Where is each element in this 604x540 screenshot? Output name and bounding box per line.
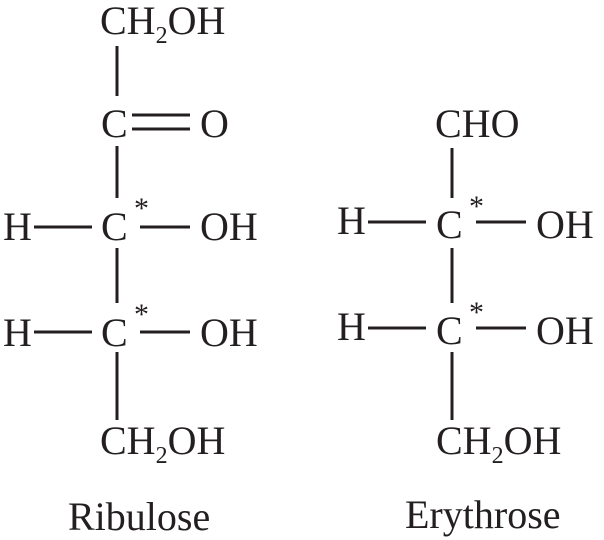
ribulose-name: Ribulose: [68, 494, 210, 539]
erythrose-c2-chiral-star: *: [469, 190, 484, 223]
ribulose-c3-carbon: C: [101, 204, 128, 249]
erythrose-c2-hydroxyl: OH: [536, 202, 594, 247]
ribulose-c4-chiral-star: *: [134, 298, 149, 331]
erythrose-c3-chiral-star: *: [469, 296, 484, 329]
erythrose-top-group: CHO: [435, 101, 519, 146]
erythrose-c3-hydroxyl: OH: [536, 308, 594, 353]
erythrose-bottom-group: CH2OH: [436, 418, 561, 469]
ribulose-bottom-group: CH2OH: [100, 418, 225, 469]
ribulose-c4-carbon: C: [101, 310, 128, 355]
ribulose-structure: CH2OH C O H C * OH H C * OH CH2OH Ribulo…: [3, 0, 258, 539]
ribulose-c3-hydroxyl: OH: [200, 204, 258, 249]
ribulose-c3-chiral-star: *: [134, 192, 149, 225]
erythrose-c3-hydrogen: H: [337, 304, 366, 349]
erythrose-c2-hydrogen: H: [337, 198, 366, 243]
ribulose-c2-carbon: C: [101, 101, 128, 146]
ribulose-c2-oxygen: O: [200, 101, 229, 146]
erythrose-c3-carbon: C: [436, 308, 463, 353]
ribulose-c4-hydroxyl: OH: [200, 310, 258, 355]
ribulose-c3-hydrogen: H: [3, 204, 32, 249]
erythrose-c2-carbon: C: [436, 202, 463, 247]
ribulose-c4-hydrogen: H: [3, 310, 32, 355]
erythrose-structure: CHO H C * OH H C * OH CH2OH Erythrose: [337, 101, 594, 537]
ribulose-top-group: CH2OH: [100, 0, 225, 49]
erythrose-name: Erythrose: [405, 492, 561, 537]
